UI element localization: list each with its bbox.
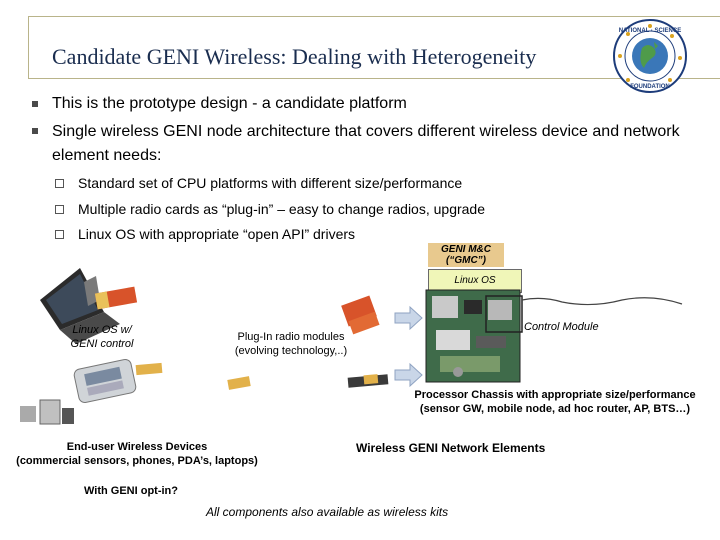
network-elements-label: Wireless GENI Network Elements (356, 441, 586, 455)
processor-board-image (426, 290, 520, 382)
sensor-device-image (20, 400, 74, 424)
control-module-label: Control Module (524, 320, 624, 334)
chassis-label-line2: (sensor GW, mobile node, ad hoc router, … (392, 402, 718, 416)
arrow-right (395, 364, 422, 386)
laptop-label: Linux OS w/ GENI control (62, 323, 142, 351)
plugin-card-image (341, 296, 379, 335)
plugin-label-line2: (evolving technology,..) (216, 344, 366, 358)
laptop-label-line1: Linux OS w/ (62, 323, 142, 337)
footer-note: All components also available as wireles… (206, 505, 506, 519)
end-user-label-line1: End-user Wireless Devices (2, 440, 272, 454)
pda-image (73, 358, 137, 403)
chassis-label: Processor Chassis with appropriate size/… (392, 388, 718, 416)
end-user-label-line2: (commercial sensors, phones, PDA’s, lapt… (2, 454, 272, 468)
laptop-label-line2: GENI control (62, 337, 142, 351)
arrow-right (395, 307, 422, 329)
radio-card-image (136, 363, 163, 375)
end-user-devices-label: End-user Wireless Devices (commercial se… (2, 440, 272, 468)
plugin-card-image (227, 374, 388, 390)
plugin-label-line1: Plug-In radio modules (216, 330, 366, 344)
radio-card-image (95, 287, 137, 310)
plugin-label: Plug-In radio modules (evolving technolo… (216, 330, 366, 358)
antenna-wire (522, 298, 682, 305)
chassis-label-line1: Processor Chassis with appropriate size/… (392, 388, 718, 402)
opt-in-label: With GENI opt-in? (84, 484, 214, 498)
